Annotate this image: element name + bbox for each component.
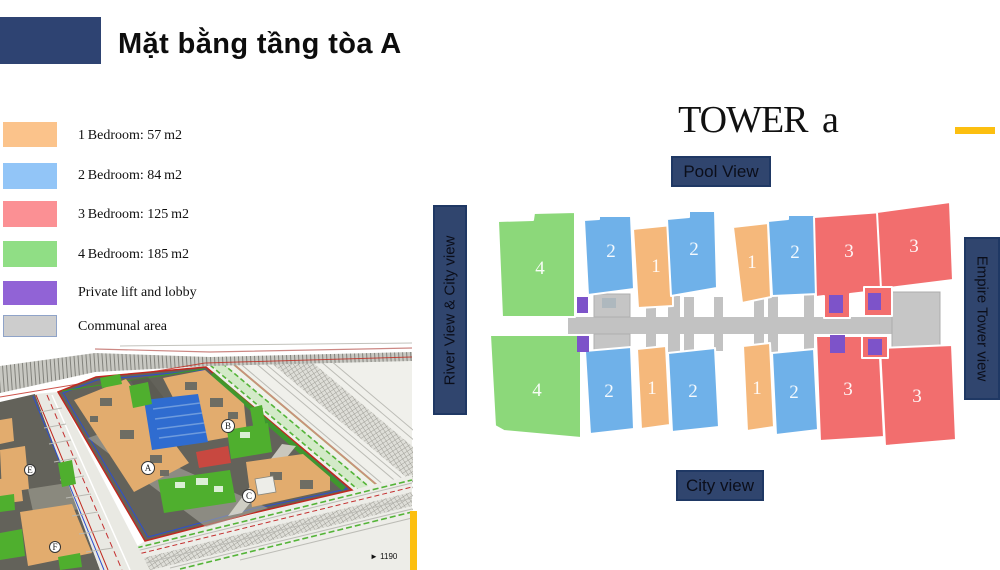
svg-text:3: 3 bbox=[844, 241, 854, 262]
svg-text:2: 2 bbox=[688, 381, 698, 402]
svg-text:4: 4 bbox=[535, 258, 545, 279]
svg-text:1: 1 bbox=[752, 378, 762, 399]
svg-text:3: 3 bbox=[843, 379, 853, 400]
svg-text:4: 4 bbox=[532, 380, 542, 401]
svg-text:2: 2 bbox=[789, 382, 799, 403]
svg-text:1: 1 bbox=[647, 378, 657, 399]
svg-text:C: C bbox=[246, 491, 252, 501]
svg-text:1: 1 bbox=[747, 252, 757, 273]
svg-text:2: 2 bbox=[790, 242, 800, 263]
svg-text:3: 3 bbox=[909, 236, 919, 257]
svg-text:2: 2 bbox=[606, 241, 616, 262]
svg-text:3: 3 bbox=[912, 386, 922, 407]
svg-text:1: 1 bbox=[651, 256, 661, 277]
svg-text:2: 2 bbox=[689, 239, 699, 260]
svg-text:F: F bbox=[52, 542, 57, 552]
svg-text:► 1190: ► 1190 bbox=[370, 552, 398, 561]
svg-text:E: E bbox=[27, 465, 33, 475]
svg-text:A: A bbox=[145, 463, 152, 473]
svg-text:B: B bbox=[225, 421, 231, 431]
svg-text:2: 2 bbox=[604, 381, 614, 402]
